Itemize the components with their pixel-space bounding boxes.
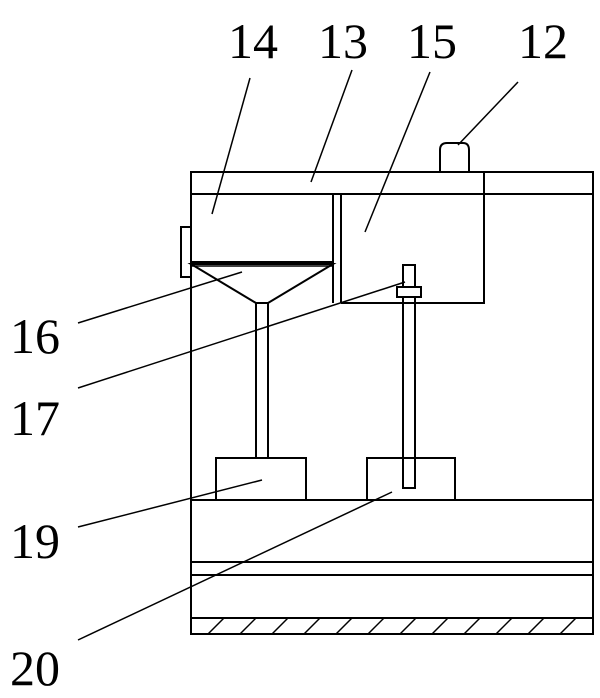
leader-19 [77, 479, 263, 528]
leader-14 [211, 77, 251, 215]
rod-collar [396, 286, 422, 298]
leader-20 [77, 491, 393, 641]
block-19 [215, 457, 307, 501]
top-knob [439, 142, 470, 172]
label-13: 13 [318, 13, 368, 69]
label-20: 20 [10, 640, 60, 696]
leader-12 [457, 81, 519, 146]
base-hatching [207, 617, 577, 635]
rod-top-cap [402, 264, 416, 288]
label-16: 16 [10, 308, 60, 364]
side-tab [180, 226, 192, 278]
rod-17-lower [402, 457, 416, 489]
funnel-16 [187, 263, 337, 304]
label-15: 15 [407, 13, 457, 69]
leader-15 [364, 71, 431, 233]
label-17: 17 [10, 390, 60, 446]
housing-outline [190, 171, 594, 635]
leader-13 [310, 69, 353, 183]
label-14: 14 [228, 13, 278, 69]
leader-16 [77, 271, 243, 324]
label-12: 12 [518, 13, 568, 69]
chamber-15-outline [341, 172, 485, 304]
label-19: 19 [10, 513, 60, 569]
leader-17 [77, 281, 406, 389]
